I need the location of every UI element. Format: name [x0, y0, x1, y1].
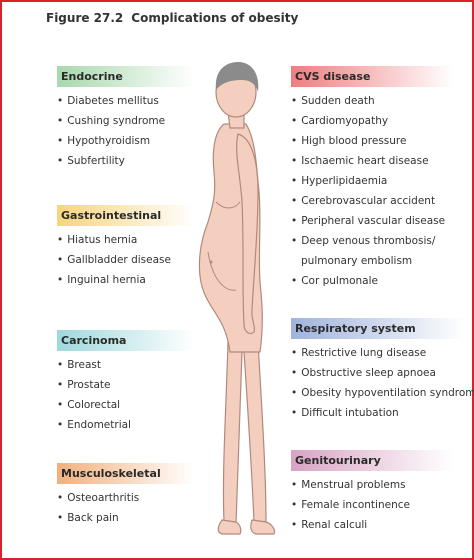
- cvs-disease-section: CVS disease Sudden death Cardiomyopathy …: [291, 66, 453, 291]
- musculoskeletal-list: Osteoarthritis Back pain: [57, 488, 195, 528]
- musculoskeletal-section: Musculoskeletal Osteoarthritis Back pain: [57, 463, 195, 528]
- list-item: Sudden death: [291, 91, 453, 111]
- gastrointestinal-section: Gastrointestinal Hiatus hernia Gallbladd…: [57, 205, 195, 290]
- list-item: Menstrual problems: [291, 475, 453, 495]
- respiratory-list: Restrictive lung disease Obstructive sle…: [291, 343, 474, 423]
- list-item: Female incontinence: [291, 495, 453, 515]
- list-item: Prostate: [57, 375, 195, 395]
- list-item: High blood pressure: [291, 131, 453, 151]
- list-item: Cardiomyopathy: [291, 111, 453, 131]
- cvs-disease-list: Sudden death Cardiomyopathy High blood p…: [291, 91, 453, 291]
- list-item: Subfertility: [57, 151, 195, 171]
- genitourinary-section: Genitourinary Menstrual problems Female …: [291, 450, 453, 535]
- list-item: Inguinal hernia: [57, 270, 195, 290]
- gastrointestinal-heading: Gastrointestinal: [57, 205, 195, 226]
- figure-number: Figure 27.2: [46, 11, 123, 25]
- list-item: Gallbladder disease: [57, 250, 195, 270]
- endocrine-list: Diabetes mellitus Cushing syndrome Hypot…: [57, 91, 195, 171]
- list-item: Colorectal: [57, 395, 195, 415]
- list-item: Diabetes mellitus: [57, 91, 195, 111]
- obese-body-illustration: [178, 52, 298, 552]
- list-item: Endometrial: [57, 415, 195, 435]
- list-item: Cerebrovascular accident: [291, 191, 453, 211]
- list-item: Cushing syndrome: [57, 111, 195, 131]
- genitourinary-heading: Genitourinary: [291, 450, 453, 471]
- list-item: Deep venous thrombosis/: [291, 231, 453, 251]
- respiratory-section: Respiratory system Restrictive lung dise…: [291, 318, 474, 423]
- list-item: Breast: [57, 355, 195, 375]
- figure-caption: Complications of obesity: [131, 11, 298, 25]
- gastrointestinal-list: Hiatus hernia Gallbladder disease Inguin…: [57, 230, 195, 290]
- genitourinary-list: Menstrual problems Female incontinence R…: [291, 475, 453, 535]
- list-item: Osteoarthritis: [57, 488, 195, 508]
- list-item: Difficult intubation: [291, 403, 474, 423]
- endocrine-section: Endocrine Diabetes mellitus Cushing synd…: [57, 66, 195, 171]
- figure-title: Figure 27.2 Complications of obesity: [46, 11, 298, 25]
- carcinoma-section: Carcinoma Breast Prostate Colorectal End…: [57, 330, 195, 435]
- respiratory-heading: Respiratory system: [291, 318, 465, 339]
- list-item: Hyperlipidaemia: [291, 171, 453, 191]
- list-item: Hiatus hernia: [57, 230, 195, 250]
- list-item: Obesity hypoventilation syndrome: [291, 383, 474, 403]
- list-item: Back pain: [57, 508, 195, 528]
- list-item-continuation: pulmonary embolism: [291, 251, 453, 271]
- list-item: Obstructive sleep apnoea: [291, 363, 474, 383]
- carcinoma-list: Breast Prostate Colorectal Endometrial: [57, 355, 195, 435]
- cvs-disease-heading: CVS disease: [291, 66, 453, 87]
- list-item: Ischaemic heart disease: [291, 151, 453, 171]
- list-item: Peripheral vascular disease: [291, 211, 453, 231]
- endocrine-heading: Endocrine: [57, 66, 195, 87]
- list-item: Renal calculi: [291, 515, 453, 535]
- list-item: Restrictive lung disease: [291, 343, 474, 363]
- carcinoma-heading: Carcinoma: [57, 330, 195, 351]
- musculoskeletal-heading: Musculoskeletal: [57, 463, 195, 484]
- list-item: Cor pulmonale: [291, 271, 453, 291]
- list-item: Hypothyroidism: [57, 131, 195, 151]
